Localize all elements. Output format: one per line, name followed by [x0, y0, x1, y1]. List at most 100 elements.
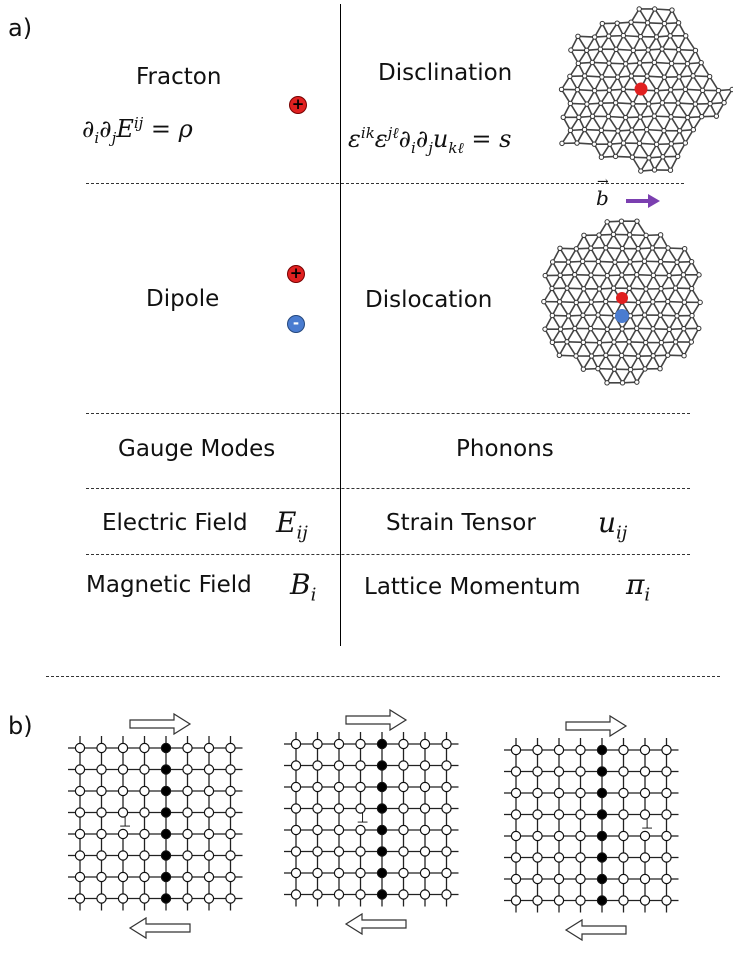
lattice-bond [608, 115, 626, 119]
lattice-site [637, 60, 643, 66]
lattice-bond [612, 233, 624, 249]
lattice-site [333, 803, 345, 814]
lattice-bond [600, 129, 611, 145]
lattice-bond [598, 260, 615, 263]
lattice-bond [584, 128, 602, 132]
lattice-site [588, 272, 594, 278]
lattice-site [661, 127, 667, 134]
lattice-site [225, 764, 236, 775]
lattice-site [661, 895, 672, 906]
lattice-site [588, 245, 594, 251]
lattice-bond [559, 300, 577, 304]
lattice-bond [622, 35, 634, 51]
lattice-bond [599, 48, 610, 64]
lattice-site [641, 312, 648, 318]
lattice-bond [678, 48, 696, 52]
lattice-bond [629, 287, 646, 290]
lattice-site [74, 785, 86, 797]
lattice-bond [653, 62, 665, 78]
lattice-site [618, 218, 625, 224]
lattice-site [603, 298, 609, 305]
dislocation-title: Dislocation [365, 287, 493, 313]
lattice-site [676, 74, 682, 80]
lattice-bond [597, 367, 615, 370]
lattice-site [203, 828, 215, 840]
lattice-bond [616, 48, 634, 52]
lattice-site [658, 286, 664, 292]
electric-field-title: Electric Field [102, 510, 248, 536]
lattice-site [675, 100, 681, 106]
lattice-site [290, 803, 302, 814]
lattice-bond [659, 314, 670, 330]
lattice-bond [591, 61, 603, 78]
dislocation-step-1-diagram: ⊥ [68, 712, 243, 940]
lattice-site [96, 828, 107, 840]
lattice-site [117, 828, 129, 840]
lattice-bond [615, 102, 627, 118]
lattice-site [581, 73, 588, 79]
lattice-site [618, 895, 629, 906]
lattice-site [661, 873, 672, 885]
lattice-bond [685, 88, 703, 92]
lattice-site [441, 803, 452, 814]
lattice-site [606, 33, 612, 39]
lattice-site [639, 873, 651, 885]
lattice-site [419, 760, 431, 771]
lattice-site [290, 889, 302, 900]
lattice-site [419, 867, 431, 879]
tracked-lattice-site [160, 807, 172, 818]
lattice-site [139, 850, 150, 861]
lattice-site [568, 47, 574, 53]
lattice-site [672, 285, 679, 291]
lattice-site [333, 781, 345, 793]
lattice-site [441, 846, 452, 857]
lattice-site [676, 128, 683, 134]
lattice-site [565, 259, 572, 265]
lattice-site [182, 742, 193, 754]
lattice-site [688, 258, 695, 265]
lattice-site [697, 299, 703, 306]
lattice-bond [629, 341, 646, 344]
lattice-site [203, 893, 215, 904]
lattice-site [635, 245, 641, 252]
lattice-site [333, 738, 345, 750]
lattice-site [620, 140, 627, 146]
lattice-site [612, 259, 618, 265]
lattice-site [683, 33, 689, 39]
lattice-bond [669, 35, 680, 51]
lattice-site [117, 871, 129, 883]
lattice-bond [598, 314, 615, 317]
row-divider-1 [86, 183, 684, 184]
lattice-site [572, 325, 578, 332]
lattice-bond [661, 102, 672, 118]
lattice-site [637, 33, 644, 40]
tracked-lattice-site [160, 785, 172, 797]
lattice-site [182, 893, 193, 904]
lattice-site [96, 742, 107, 754]
lattice-bond [605, 301, 616, 317]
lattice-site [643, 286, 649, 292]
lattice-site [657, 258, 664, 265]
lattice-site [312, 824, 323, 836]
disclination-title: Disclination [378, 60, 513, 86]
lattice-momentum-symbol: πi [626, 568, 651, 606]
lattice-site [657, 232, 664, 238]
lattice-site [651, 113, 658, 119]
tracked-lattice-site [160, 764, 172, 775]
burgers-vector-label: →b [596, 174, 609, 210]
lattice-site [398, 738, 409, 750]
lattice-site [619, 380, 626, 386]
lattice-site [639, 787, 651, 799]
lattice-site [661, 20, 668, 27]
lattice-site [604, 219, 610, 225]
lattice-site [312, 803, 323, 814]
lattice-site [651, 59, 658, 66]
lattice-bond [636, 274, 647, 290]
lattice-site [641, 258, 648, 264]
lattice-site [549, 259, 556, 265]
lattice-site [599, 74, 605, 80]
lattice-site [575, 33, 581, 39]
lattice-site [635, 299, 641, 306]
lattice-bond [632, 156, 649, 159]
lattice-bond [631, 21, 648, 24]
